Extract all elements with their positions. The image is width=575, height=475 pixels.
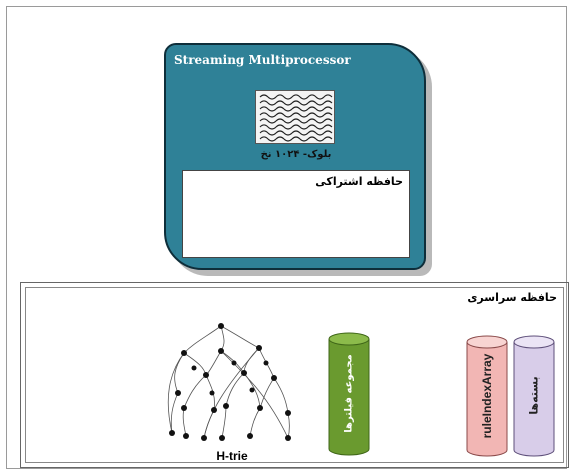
global-memory-inner: حافظه سراسری	[25, 287, 564, 463]
htrie-label: H-trie	[216, 449, 248, 463]
packets-label: بسته‌ها	[527, 376, 541, 415]
packets-cylinder-icon	[513, 335, 555, 457]
shared-memory-box: حافظه اشتراکی	[182, 170, 410, 258]
global-memory-box: حافظه سراسری	[20, 282, 569, 468]
filter-set-cylinder-icon	[328, 332, 370, 456]
global-memory-label: حافظه سراسری	[467, 291, 557, 304]
page-frame	[6, 6, 567, 469]
rule-index-array-cylinder-icon	[466, 335, 508, 457]
filter-set-label: مجموعه فیلترها	[343, 354, 355, 433]
rule-index-array-label: ruleIndexArray	[480, 353, 494, 439]
warp-threads-icon	[255, 90, 335, 144]
block-label: بلوک- ۱۰۲۴ نخ	[260, 149, 332, 160]
streaming-multiprocessor-box: Streaming Multiprocessor بلوک- ۱۰۲۴ نخ ح…	[164, 43, 426, 270]
h-trie-graph-icon	[167, 323, 291, 441]
sm-title: Streaming Multiprocessor	[174, 53, 351, 67]
shared-memory-label: حافظه اشتراکی	[315, 175, 403, 188]
